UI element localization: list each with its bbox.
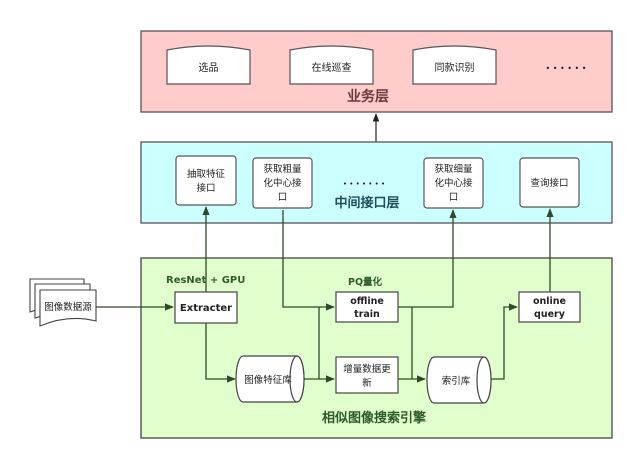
connectors [96,206,554,383]
interface-extract-features[interactable]: 抽取特征 接口 [175,155,237,206]
edge-index-to-online [491,303,518,380]
extracter-label: Extracter [180,303,232,314]
business-item-selection[interactable]: 选品 [166,45,251,85]
interface-label-line: 口 [449,192,459,203]
data-source-label: 图像数据源 [44,301,92,313]
interface-label-line: 获取粗量 [263,163,302,175]
feature-db-label: 图像特征库 [244,374,292,386]
interface-label-line: 查询接口 [530,177,568,189]
business-item-label: 选品 [199,61,219,74]
incremental-update-box[interactable]: 增量数据更 新 [335,356,399,394]
index-db-label: 索引库 [442,375,471,387]
feature-db-cylinder[interactable]: 图像特征库 [235,355,305,403]
business-item-same-product[interactable]: 同款识别 [412,45,497,85]
online-query-line: online [533,296,566,307]
offline-train-line: offline [350,296,384,307]
online-query-box[interactable]: online query [518,291,581,323]
edge-extracter-to-feature-db [205,323,236,383]
interface-label-line: 化中心接 [263,177,302,189]
interface-layer-title: 中间接口层 [334,195,399,211]
interface-label-line: 抽取特征 [187,168,226,180]
interface-layer: 抽取特征 接口 获取粗量 化中心接 口 • • • • • • • 中间接口层 … [140,141,613,224]
online-query-line: query [534,309,566,320]
interface-label-line: 化中心接 [434,177,473,189]
interface-label-line: 接口 [196,182,215,194]
index-db-cylinder[interactable]: 索引库 [426,356,492,404]
interface-fine-quantization[interactable]: 获取细量 化中心接 口 [423,157,484,209]
engine-layer: ResNet + GPU PQ量化 相似图像搜索引擎 [140,257,613,439]
incremental-line: 增量数据更 [343,363,391,375]
offline-train-line: train [354,309,380,320]
incremental-line: 新 [362,377,372,389]
interface-label-line: 口 [278,192,288,203]
business-item-label: 在线巡查 [312,61,352,74]
image-data-source[interactable]: 图像数据源 [29,278,97,327]
pq-quantization-label: PQ量化 [348,276,383,288]
business-item-online-inspection[interactable]: 在线巡查 [289,45,374,85]
business-layer: 选品 在线巡查 同款识别 • • • • • • 业务层 [140,30,613,113]
edge-coarse-interface-to-offline [282,210,335,311]
offline-train-box[interactable]: offline train [335,291,399,323]
interface-query[interactable]: 查询接口 [519,157,580,208]
interface-coarse-quantization[interactable]: 获取粗量 化中心接 口 [252,157,313,209]
edge-offline-to-fine-interface [398,209,457,308]
extracter-box[interactable]: Extracter [174,291,238,324]
business-item-label: 同款识别 [435,61,475,74]
business-ellipsis: • • • • • • [545,64,586,73]
business-layer-title: 业务层 [347,88,389,105]
interface-label-line: 获取细量 [434,163,473,175]
interface-ellipsis: • • • • • • • [343,180,385,188]
engine-layer-title: 相似图像搜索引擎 [322,410,426,426]
